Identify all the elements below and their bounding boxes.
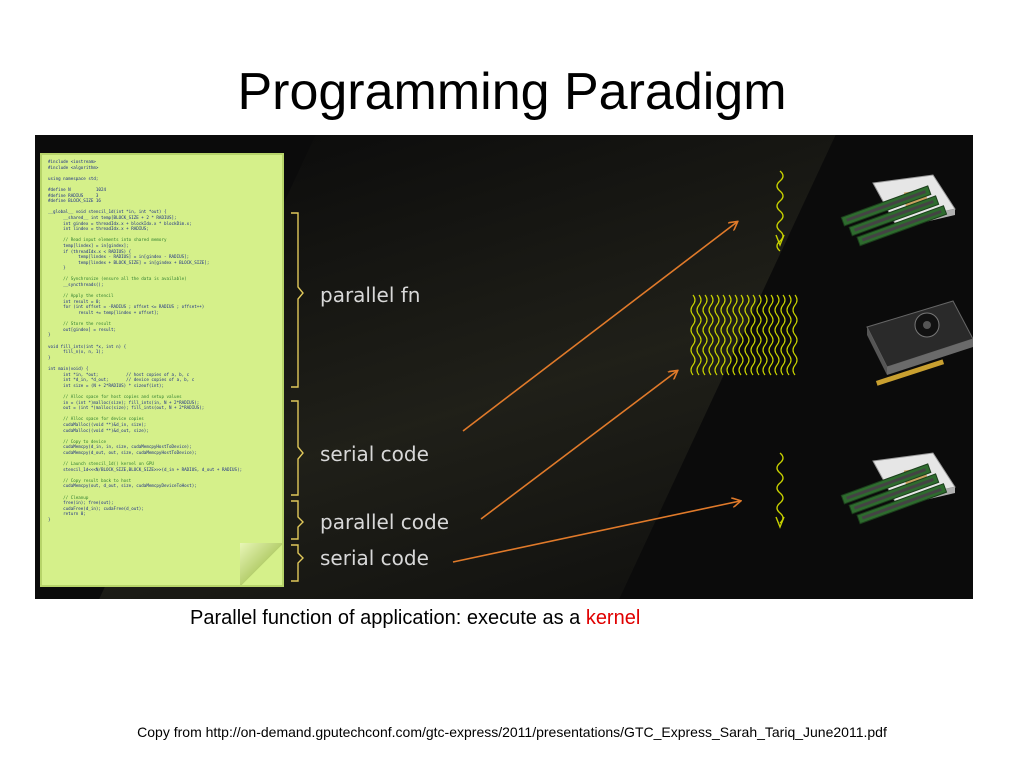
code-line: } [48,332,51,338]
code-line: cudaMemcpy(d_out, out, size, cudaMemcpyH… [48,449,197,455]
code-line: out[gindex] = result; [48,326,117,332]
code-line: } [48,517,51,522]
parallel-thread [708,294,714,376]
code-line: // Read input elements into shared memor… [48,237,167,243]
label-serial-code-2: serial code [320,546,429,570]
code-line: // Copy result back to host [48,477,132,483]
parallel-thread [702,294,708,376]
code-line: // Apply the stencil [48,293,114,299]
parallel-thread [738,294,744,376]
code-line: __global__ void stencil_1d(int *in, int … [48,209,167,215]
code-line: return 0; [48,511,86,517]
cpu-memory-icon [840,452,956,525]
bracket-serial-2 [291,544,304,582]
code-line: cudaFree(d_in); cudaFree(d_out); [48,505,144,511]
code-line: int result = 0; [48,298,101,304]
code-line: out = (int *)malloc(size); fill_ints(out… [48,405,205,411]
bracket-serial-1 [291,400,304,496]
page-curl-icon [240,543,282,585]
arrow-to-gpu [480,371,677,520]
parallel-thread [696,294,702,376]
code-line: // Synchronize (ensure all the data is a… [48,276,187,282]
slide-title: Programming Paradigm [237,63,787,121]
code-line: #define BLOCK_SIZE 16 [48,198,101,204]
code-line: stencil_1d<<<N/BLOCK_SIZE,BLOCK_SIZE>>>(… [48,466,243,472]
parallel-thread [768,294,774,376]
code-line: // Launch stencil_1d() kernel on GPU [48,461,154,467]
parallel-thread [792,294,798,376]
code-line: } [48,265,66,271]
code-line: result += temp[lindex + offset]; [48,310,159,316]
code-brackets [291,212,304,582]
code-line: temp[lindex - RADIUS] = in[gindex - RADI… [48,254,190,260]
code-line: int *d_in, *d_out; // device copies of a… [48,377,195,383]
parallel-thread [750,294,756,376]
code-line: // Alloc space for device copies [48,416,144,422]
code-line: temp[lindex] = in[gindex]; [48,242,129,248]
code-line: cudaMemcpy(d_in, in, size, cudaMemcpyHos… [48,444,192,450]
code-line: int size = (N + 2*RADIUS) * sizeof(int); [48,382,164,388]
code-line: int main(void) { [48,365,89,371]
parallel-thread [732,294,738,376]
parallel-thread [720,294,726,376]
slide-caption: Parallel function of application: execut… [190,607,640,630]
code-line: cudaMalloc((void **)&d_out, size); [48,427,149,433]
code-line: __shared__ int temp[BLOCK_SIZE + 2 * RAD… [48,214,177,220]
parallel-thread [786,294,792,376]
code-line: int *in, *out; // host copies of a, b, c [48,371,190,377]
diagram-panel: #include <iostream>#include <algorithm> … [35,135,973,599]
parallel-thread [762,294,768,376]
parallel-thread [780,294,786,376]
parallel-thread [714,294,720,376]
code-line: #define RADIUS 3 [48,192,99,198]
code-line: int lindex = threadIdx.x + RADIUS; [48,226,149,232]
code-sheet: #include <iostream>#include <algorithm> … [40,153,284,587]
parallel-threads [690,294,798,376]
code-line: fill_n(x, n, 1); [48,349,104,355]
code-line: cudaMemcpy(out, d_out, size, cudaMemcpyD… [48,483,197,489]
code-listing: #include <iostream>#include <algorithm> … [48,159,242,523]
code-line: for (int offset = -RADIUS ; offset <= RA… [48,304,205,310]
parallel-thread [744,294,750,376]
code-line: int gindex = threadIdx.x + blockIdx.x * … [48,220,192,226]
code-line: cudaMalloc((void **)&d_in, size); [48,421,147,427]
bracket-parallel-code [291,500,304,540]
code-line: #define N 1024 [48,186,106,192]
code-line: temp[lindex + BLOCK_SIZE] = in[gindex + … [48,259,210,265]
code-line: in = (int *)malloc(size); fill_ints(in, … [48,399,200,405]
parallel-thread [726,294,732,376]
code-line: #include <iostream> [48,159,96,164]
code-line: using namespace std; [48,175,99,181]
code-line: void fill_ints(int *x, int n) { [48,343,127,349]
code-line: #include <algorithm> [48,164,99,170]
label-serial-code-1: serial code [320,442,429,466]
label-parallel-fn: parallel fn [320,283,421,307]
code-line: __syncthreads(); [48,282,104,288]
code-line: // Cleanup [48,494,89,500]
caption-keyword: kernel [585,607,641,629]
parallel-thread [774,294,780,376]
arrow-to-cpu-top [462,222,737,432]
parallel-thread [690,294,696,376]
code-line: // Store the result [48,321,112,327]
code-line: free(in); free(out); [48,500,114,506]
bracket-parallel-fn [291,212,304,388]
code-line: } [48,354,51,360]
caption-text: Parallel function of application: execut… [190,607,586,629]
code-line: // Alloc space for host copies and setup… [48,393,182,399]
serial-thread-top [775,170,785,252]
gpu-card-icon [866,300,973,386]
cpu-memory-icon [840,174,956,247]
code-line: // Copy to device [48,438,106,444]
arrow-to-cpu-bottom [452,501,740,563]
source-note: Copy from http://on-demand.gputechconf.c… [137,724,887,740]
diagram-graphics [291,170,973,582]
serial-thread-bottom [775,452,785,529]
code-line: if (threadIdx.x < RADIUS) { [48,248,132,254]
parallel-thread [756,294,762,376]
label-parallel-code: parallel code [320,510,449,534]
